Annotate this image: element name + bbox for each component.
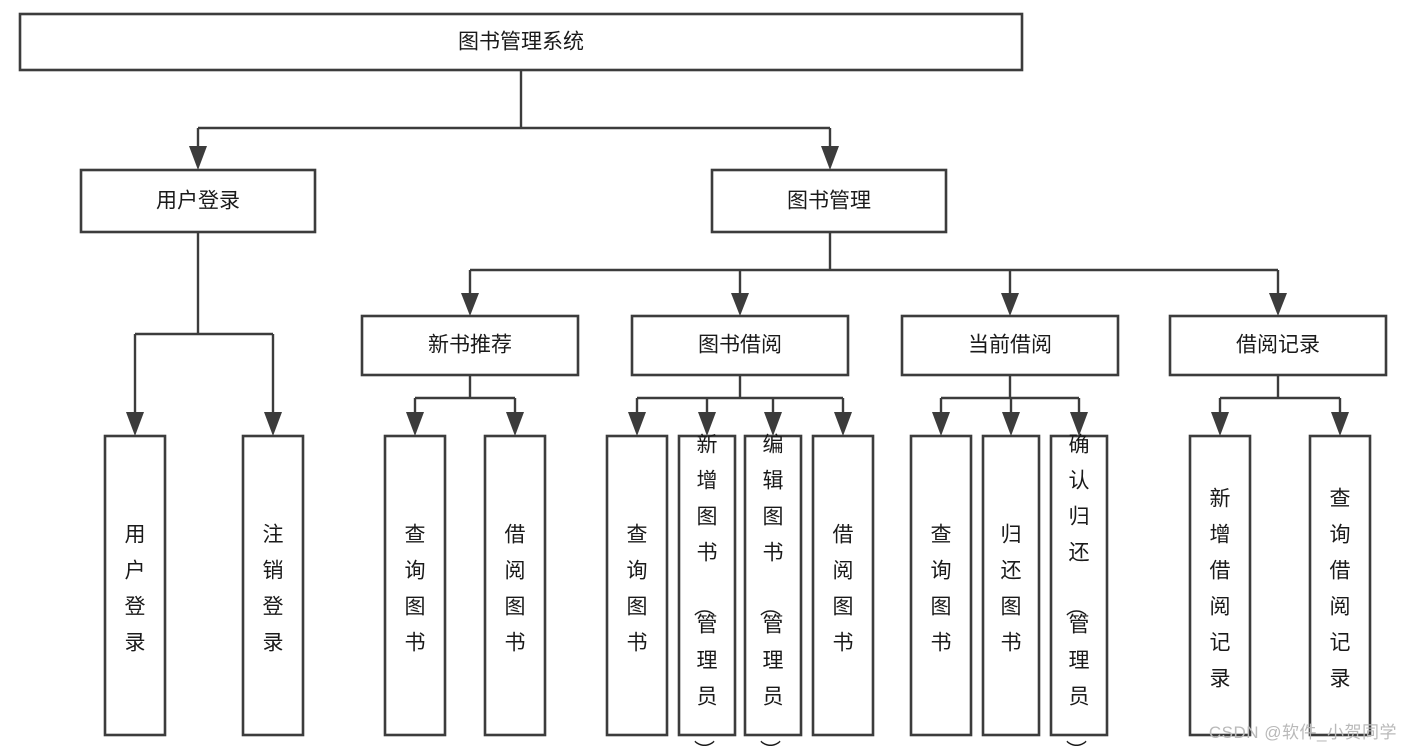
leaf-query-book-1-label: 查询图书 <box>405 524 426 655</box>
leaf-query-record-label: 查询借阅记录 <box>1330 488 1351 691</box>
leaf-edit-book-box[interactable] <box>743 434 803 737</box>
leaf-confirm-return-label: 确认归还（管理员） <box>1064 434 1090 747</box>
arrowhead-borrow-record <box>1269 293 1287 316</box>
arrowhead-leaf-add-book <box>698 412 716 436</box>
node-user-login-box[interactable] <box>79 168 317 234</box>
leaf-query-book-2-label: 查询图书 <box>627 524 648 655</box>
node-new-book-rec-box[interactable] <box>360 314 580 377</box>
leaf-confirm-return-box[interactable] <box>1049 434 1109 737</box>
node-book-mgmt-box[interactable] <box>710 168 948 234</box>
leaf-logout-box[interactable] <box>241 434 305 737</box>
leaf-query-book-1-box[interactable] <box>383 434 447 737</box>
arrowhead-leaf-borrow-book-1 <box>506 412 524 436</box>
arrowhead-new-book-rec <box>461 293 479 316</box>
node-book-mgmt-label: 图书管理 <box>787 190 871 213</box>
node-book-mgmt[interactable]: 图书管理 <box>710 168 948 234</box>
node-borrow-record[interactable]: 借阅记录 <box>1168 314 1388 377</box>
node-user-login-label: 用户登录 <box>156 190 240 213</box>
node-book-borrow[interactable]: 图书借阅 <box>630 314 850 377</box>
arrowhead-leaf-return-book <box>1002 412 1020 436</box>
leaf-add-record-box[interactable] <box>1188 434 1252 737</box>
arrowhead-leaf-borrow-book-2 <box>834 412 852 436</box>
leaf-user-login-box[interactable] <box>103 434 167 737</box>
leaf-query-record-box[interactable] <box>1308 434 1372 737</box>
node-borrow-record-label: 借阅记录 <box>1236 334 1320 357</box>
leaf-logout-label: 注销登录 <box>263 524 284 655</box>
leaf-borrow-book-1-label: 借阅图书 <box>505 524 526 655</box>
leaf-query-book-3[interactable]: 查询图书 <box>909 434 973 737</box>
node-new-book-rec[interactable]: 新书推荐 <box>360 314 580 377</box>
leaf-query-book-2-box[interactable] <box>605 434 669 737</box>
node-current-borrow-label: 当前借阅 <box>968 334 1052 357</box>
leaf-return-book[interactable]: 归还图书 <box>981 434 1041 737</box>
arrowhead-leaf-query-book-3 <box>932 412 950 436</box>
node-borrow-record-box[interactable] <box>1168 314 1388 377</box>
leaf-edit-book-label: 编辑图书（管理员） <box>758 434 784 747</box>
arrowhead-leaf-logout <box>264 412 282 436</box>
node-new-book-rec-label: 新书推荐 <box>428 334 512 357</box>
leaf-borrow-book-2-box[interactable] <box>811 434 875 737</box>
arrowhead-leaf-confirm-return <box>1070 412 1088 436</box>
arrowhead-user-login <box>189 146 207 170</box>
leaf-add-record[interactable]: 新增借阅记录 <box>1188 434 1252 737</box>
arrowhead-leaf-user-login <box>126 412 144 436</box>
node-book-borrow-box[interactable] <box>630 314 850 377</box>
connector-layer <box>126 70 1349 436</box>
node-current-borrow-box[interactable] <box>900 314 1120 377</box>
leaf-add-book-box[interactable] <box>677 434 737 737</box>
arrowhead-leaf-query-book-1 <box>406 412 424 436</box>
leaf-add-book[interactable]: 新增图书（管理员） <box>677 434 737 747</box>
leaf-borrow-book-2[interactable]: 借阅图书 <box>811 434 875 737</box>
leaf-confirm-return[interactable]: 确认归还（管理员） <box>1049 434 1109 747</box>
arrowhead-leaf-add-record <box>1211 412 1229 436</box>
leaf-add-book-label: 新增图书（管理员） <box>692 434 718 747</box>
node-book-borrow-label: 图书借阅 <box>698 334 782 357</box>
leaf-query-book-3-label: 查询图书 <box>931 524 952 655</box>
leaf-borrow-book-1[interactable]: 借阅图书 <box>483 434 547 737</box>
leaf-borrow-book-1-box[interactable] <box>483 434 547 737</box>
leaf-user-login[interactable]: 用户登录 <box>103 434 167 737</box>
leaf-query-record[interactable]: 查询借阅记录 <box>1308 434 1372 737</box>
node-root[interactable]: 图书管理系统 <box>18 12 1024 72</box>
leaf-node-layer: 用户登录 注销登录 查询图书 借阅图书 查询图书 新增图书（管理员） 编辑图书（管理员） 借阅… <box>103 434 1372 747</box>
arrowhead-current-borrow <box>1001 293 1019 316</box>
arrowhead-leaf-edit-book <box>764 412 782 436</box>
node-root-box[interactable] <box>18 12 1024 72</box>
node-user-login[interactable]: 用户登录 <box>79 168 317 234</box>
leaf-edit-book[interactable]: 编辑图书（管理员） <box>743 434 803 747</box>
arrowhead-book-borrow <box>731 293 749 316</box>
leaf-query-book-1[interactable]: 查询图书 <box>383 434 447 737</box>
node-current-borrow[interactable]: 当前借阅 <box>900 314 1120 377</box>
leaf-query-book-2[interactable]: 查询图书 <box>605 434 669 737</box>
leaf-add-record-label: 新增借阅记录 <box>1210 488 1231 691</box>
watermark-text: CSDN @软件_小贺同学 <box>1208 723 1397 742</box>
arrowhead-book-mgmt <box>821 146 839 170</box>
leaf-logout[interactable]: 注销登录 <box>241 434 305 737</box>
leaf-query-book-3-box[interactable] <box>909 434 973 737</box>
leaf-return-book-box[interactable] <box>981 434 1041 737</box>
arrowhead-leaf-query-book-2 <box>628 412 646 436</box>
leaf-user-login-label: 用户登录 <box>125 524 146 655</box>
arrowhead-leaf-query-record <box>1331 412 1349 436</box>
leaf-borrow-book-2-label: 借阅图书 <box>833 524 854 655</box>
node-root-label: 图书管理系统 <box>458 31 584 54</box>
leaf-return-book-label: 归还图书 <box>1001 524 1022 655</box>
